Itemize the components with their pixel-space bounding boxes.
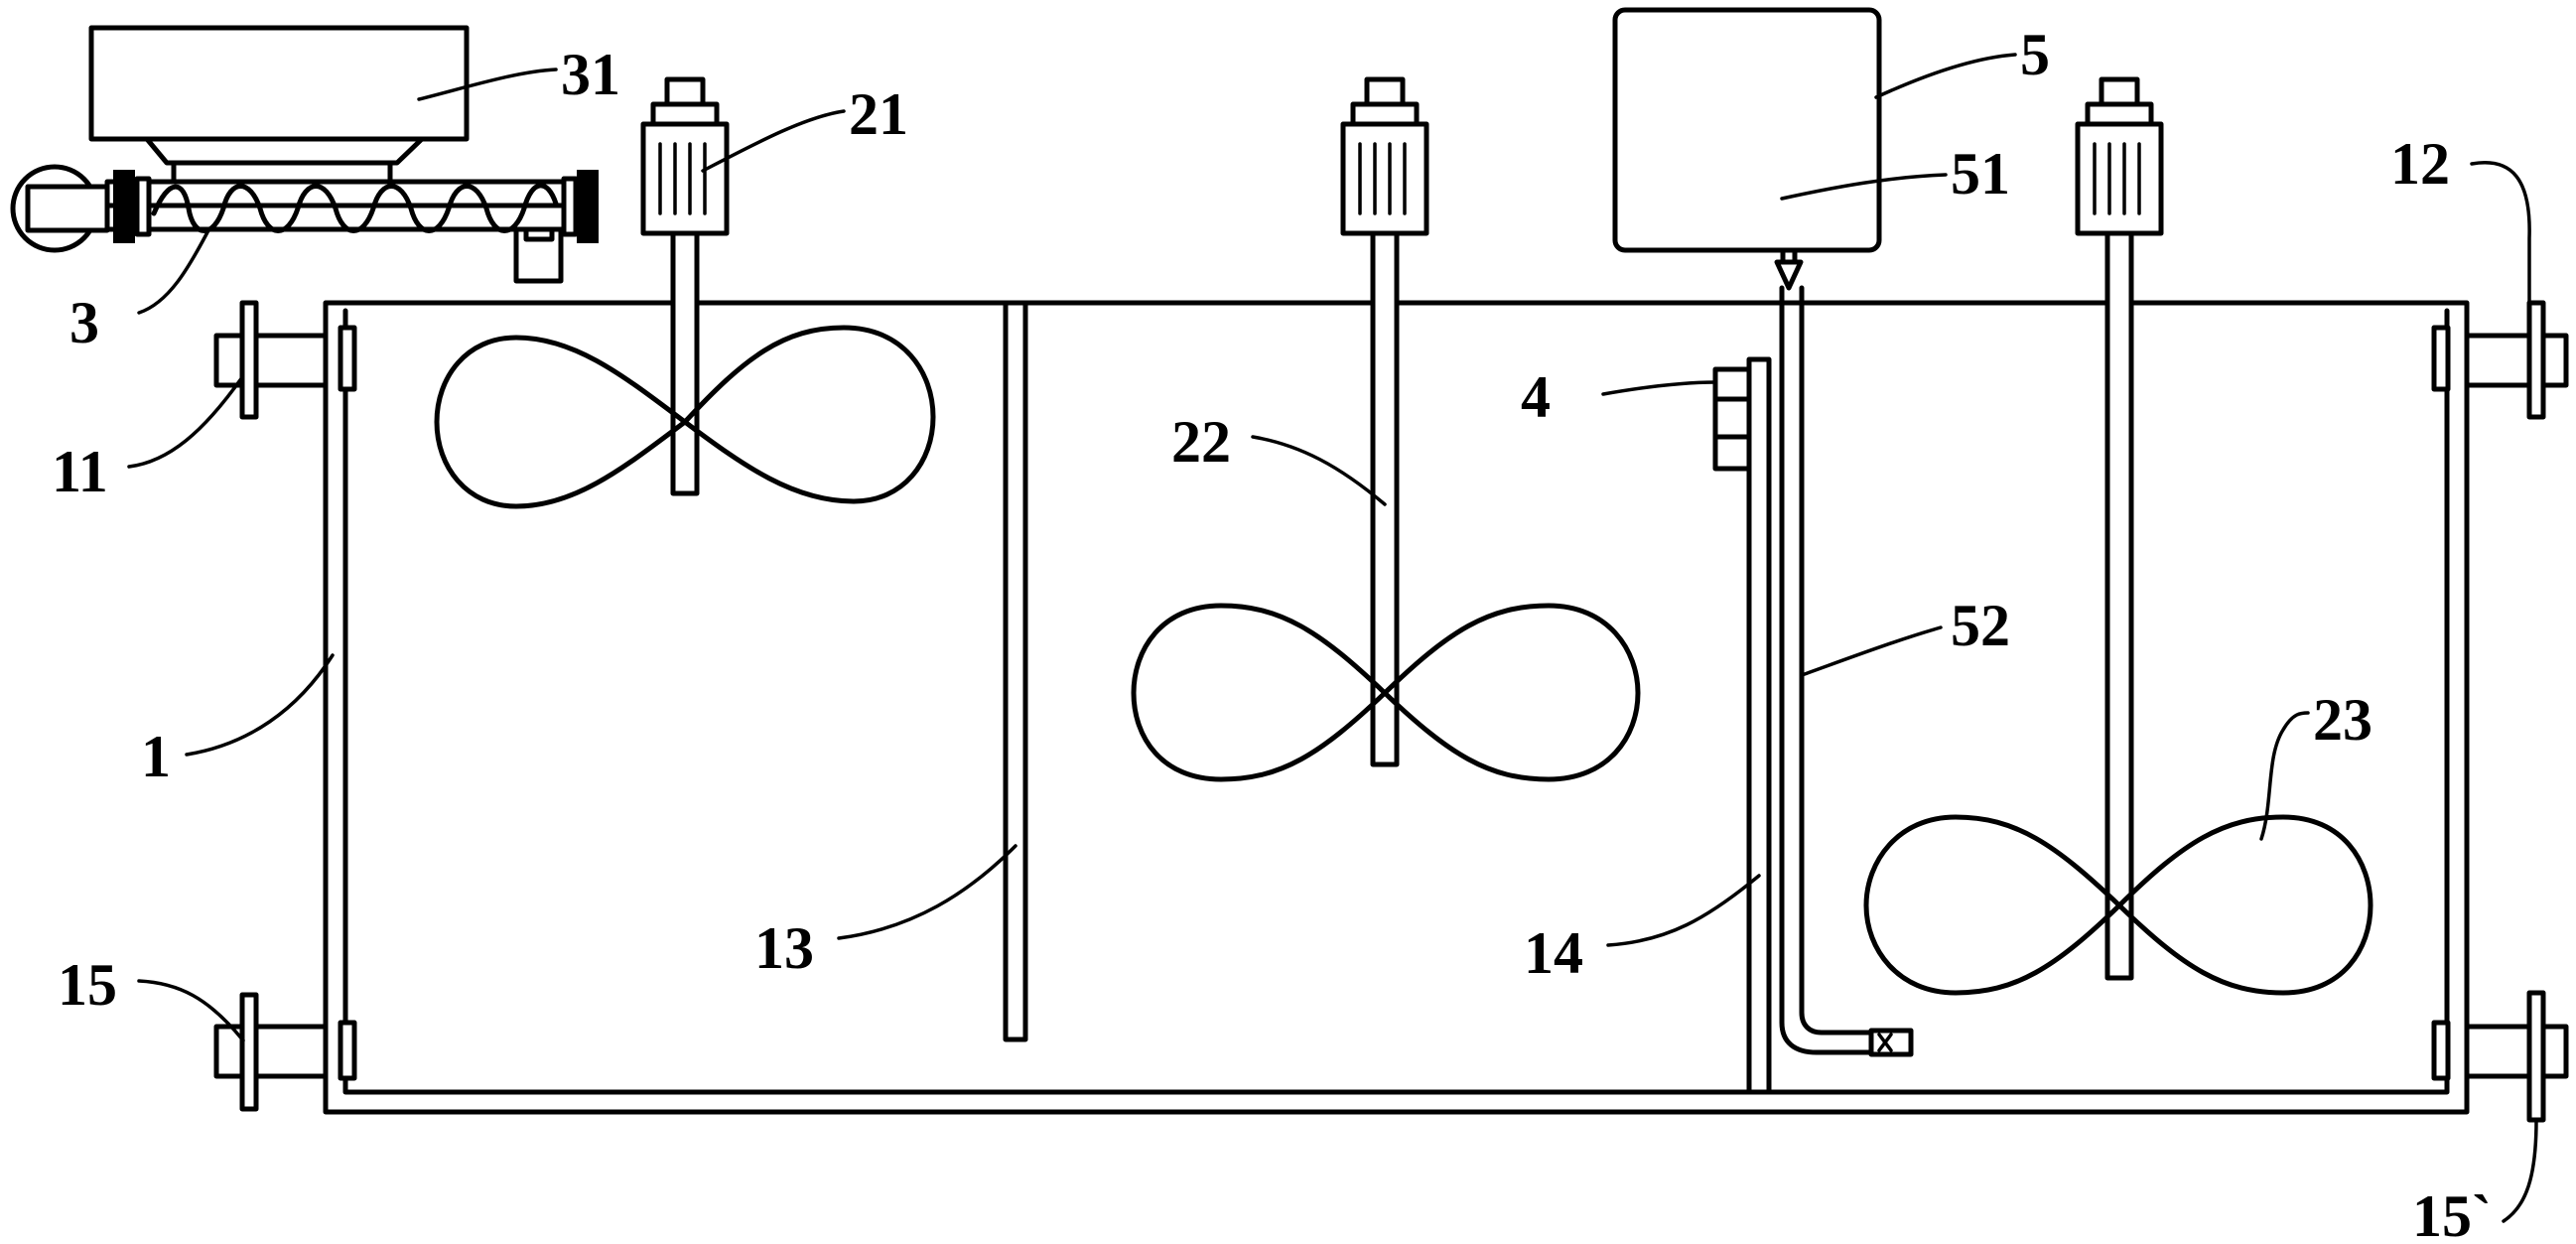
label-3: 3 <box>69 290 99 355</box>
label-31: 31 <box>561 42 620 107</box>
label-23: 23 <box>2313 687 2373 753</box>
leader-3 <box>137 228 210 315</box>
label-15: 15 <box>58 952 117 1018</box>
label-5: 5 <box>2020 22 2050 87</box>
mixer-21 <box>434 76 936 509</box>
leader-lines <box>127 53 2538 1223</box>
leader-12 <box>2470 161 2531 305</box>
outlet-pipe-12 <box>2431 300 2569 420</box>
leader-52 <box>1800 625 1943 677</box>
partition-14 <box>1746 356 1772 1095</box>
leader-4 <box>1601 380 1717 396</box>
label-12: 12 <box>2390 131 2450 197</box>
level-sensor-4 <box>1712 366 1752 472</box>
leader-14 <box>1606 874 1761 947</box>
leader-5 <box>1874 53 2017 99</box>
label-51: 51 <box>1951 141 2010 207</box>
leader-1 <box>185 653 335 757</box>
label-11: 11 <box>52 439 108 504</box>
mixer-23 <box>1863 76 2373 996</box>
dosing-tank-5 <box>1612 7 1882 253</box>
label-4: 4 <box>1521 364 1551 430</box>
drain-pipe-15b <box>2431 990 2569 1123</box>
screw-feeder-3 <box>10 164 599 284</box>
leader-31 <box>417 68 558 101</box>
drain-pipe-15 <box>213 992 357 1112</box>
leader-13 <box>837 844 1017 940</box>
labels: 31 21 5 51 12 3 4 11 22 52 23 1 13 14 15… <box>52 22 2492 1244</box>
label-52: 52 <box>1951 593 2010 658</box>
leader-15b <box>2502 1118 2538 1223</box>
label-13: 13 <box>754 915 814 981</box>
dosing-pipe-52 <box>1774 247 1914 1057</box>
leader-51 <box>1780 173 1948 201</box>
leader-21 <box>701 109 846 173</box>
leader-11 <box>127 375 244 469</box>
leader-23 <box>2259 711 2310 841</box>
label-1: 1 <box>141 724 171 789</box>
label-14: 14 <box>1524 920 1583 986</box>
leader-15 <box>137 979 245 1042</box>
leader-22 <box>1251 435 1387 506</box>
partition-13 <box>1003 300 1028 1042</box>
label-21: 21 <box>849 81 908 147</box>
label-15b: 15` <box>2412 1183 2492 1244</box>
mixer-22 <box>1131 76 1641 782</box>
inlet-pipe-11 <box>213 300 357 420</box>
hopper-31 <box>88 25 470 186</box>
label-22: 22 <box>1171 409 1231 475</box>
